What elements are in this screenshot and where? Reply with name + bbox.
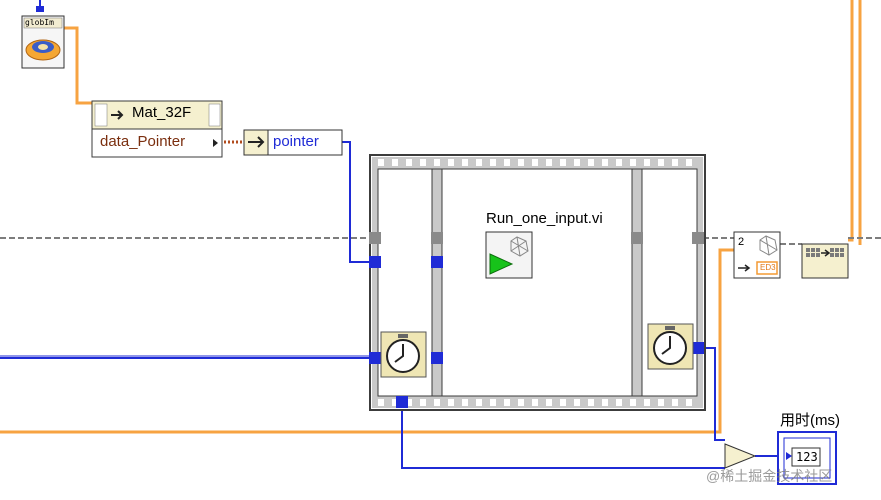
run-one-input-subvi[interactable] (485, 231, 533, 279)
invoke-tag-label: ED3 (760, 263, 776, 272)
invoke-node[interactable] (733, 231, 781, 279)
indicator-value: 123 (796, 450, 818, 464)
matrix-conversion-node[interactable] (801, 243, 849, 279)
tick-count-clock-icon[interactable] (647, 323, 694, 370)
subvi-label: Run_one_input.vi (486, 210, 603, 227)
duration-indicator[interactable] (777, 431, 837, 485)
indicator-label: 用时(ms) (780, 412, 840, 429)
watermark: @稀土掘金技术社区 (706, 468, 833, 484)
pointer-variable[interactable] (243, 129, 343, 156)
property-name-label: data_Pointer (100, 133, 186, 150)
conversion-node[interactable] (724, 443, 757, 469)
class-name-label: Mat_32F (132, 104, 192, 121)
invoke-index-label: 2 (738, 236, 745, 248)
geometric-subvi-icon (510, 236, 529, 257)
global-variable-vi[interactable] (21, 15, 65, 69)
property-node[interactable] (91, 100, 223, 158)
orange-class-wire (0, 0, 862, 434)
tick-count-clock-icon[interactable] (380, 331, 427, 378)
global-vi-label: globIm (25, 18, 54, 27)
pointer-label: pointer (273, 133, 319, 150)
